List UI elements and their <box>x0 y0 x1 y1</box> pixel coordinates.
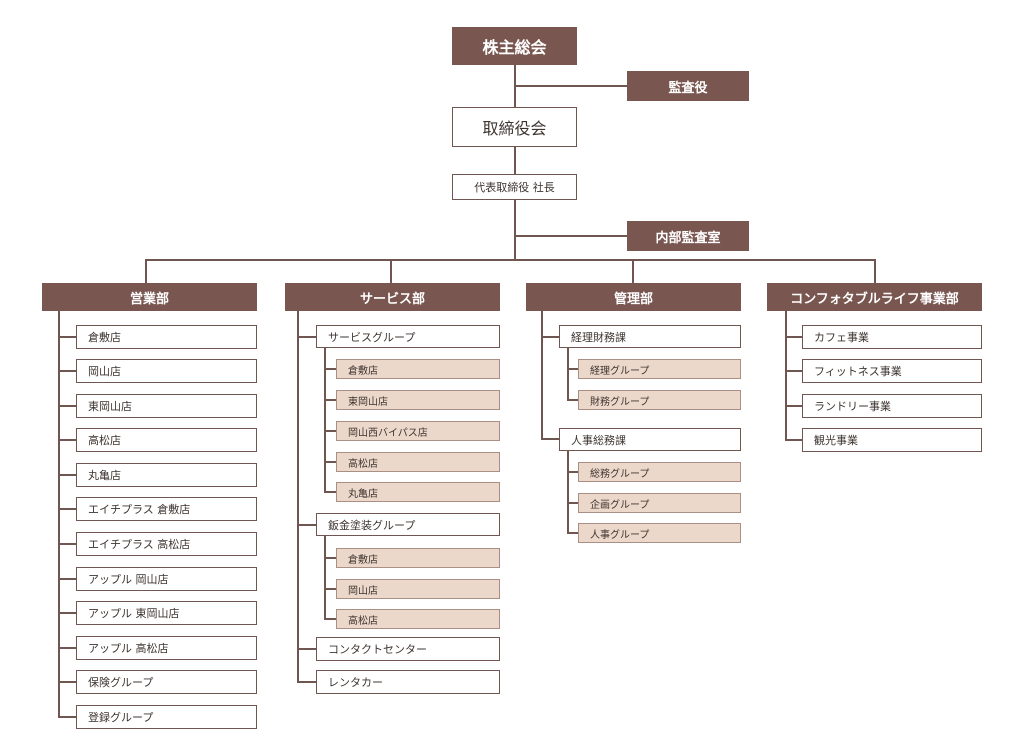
connector <box>514 147 516 174</box>
connector <box>58 681 76 683</box>
service-subitem: 高松店 <box>336 452 500 472</box>
connector <box>390 259 392 283</box>
connector <box>514 200 516 261</box>
connector <box>58 311 60 717</box>
internal-audit-box: 内部監査室 <box>627 221 749 251</box>
dept-admin-header: 管理部 <box>526 283 741 311</box>
connector <box>567 502 578 504</box>
connector <box>324 399 336 401</box>
connector <box>785 336 802 338</box>
connector <box>324 536 326 620</box>
connector <box>567 450 569 534</box>
admin-subitem: 総務グループ <box>578 462 741 482</box>
connector <box>785 439 802 441</box>
sales-item: 岡山店 <box>76 359 257 383</box>
service-subitem: 高松店 <box>336 609 500 629</box>
connector <box>58 474 76 476</box>
sales-item: アップル 東岡山店 <box>76 601 257 625</box>
president-box: 代表取締役 社長 <box>452 174 577 200</box>
connector <box>567 368 578 370</box>
sales-item: 東岡山店 <box>76 394 257 418</box>
connector <box>324 491 336 493</box>
connector <box>324 430 336 432</box>
service-subitem: 倉敷店 <box>336 548 500 568</box>
service-group: 鈑金塗装グループ <box>316 513 500 536</box>
connector <box>58 370 76 372</box>
sales-item: 保険グループ <box>76 670 257 694</box>
connector <box>324 557 336 559</box>
sales-item: エイチプラス 高松店 <box>76 532 257 556</box>
service-group: サービスグループ <box>316 325 500 348</box>
connector <box>567 471 578 473</box>
connector <box>514 235 627 237</box>
connector <box>785 370 802 372</box>
connector <box>58 716 76 718</box>
connector <box>514 85 627 87</box>
sales-item: アップル 岡山店 <box>76 567 257 591</box>
connector <box>541 438 559 440</box>
connector <box>567 399 578 401</box>
admin-subitem: 人事グループ <box>578 523 741 543</box>
connector <box>324 588 336 590</box>
auditor-box: 監査役 <box>627 71 749 101</box>
dept-service-header: サービス部 <box>285 283 500 311</box>
connector <box>541 311 543 440</box>
comfortable-item: 観光事業 <box>802 428 982 452</box>
sales-item: アップル 高松店 <box>76 636 257 660</box>
board-of-directors-box: 取締役会 <box>452 107 577 147</box>
comfortable-item: カフェ事業 <box>802 325 982 349</box>
connector <box>58 439 76 441</box>
comfortable-item: フィットネス事業 <box>802 359 982 383</box>
connector <box>58 612 76 614</box>
sales-item: 登録グループ <box>76 705 257 729</box>
sales-item: 高松店 <box>76 428 257 452</box>
connector <box>785 405 802 407</box>
service-group: レンタカー <box>316 670 500 694</box>
connector <box>874 259 876 283</box>
connector <box>145 259 876 261</box>
admin-subitem: 財務グループ <box>578 390 741 410</box>
connector <box>324 348 326 493</box>
connector <box>297 648 316 650</box>
service-subitem: 岡山店 <box>336 579 500 599</box>
dept-comfortable-header: コンフォタブルライフ事業部 <box>767 283 982 311</box>
connector <box>541 336 559 338</box>
connector <box>58 336 76 338</box>
service-group: コンタクトセンター <box>316 637 500 661</box>
connector <box>567 532 578 534</box>
service-subitem: 岡山西バイパス店 <box>336 421 500 441</box>
connector <box>145 259 147 283</box>
connector <box>324 618 336 620</box>
admin-subitem: 経理グループ <box>578 359 741 379</box>
admin-section: 経理財務課 <box>559 325 741 348</box>
service-subitem: 東岡山店 <box>336 390 500 410</box>
connector <box>58 508 76 510</box>
admin-subitem: 企画グループ <box>578 493 741 513</box>
connector <box>324 368 336 370</box>
connector <box>567 348 569 400</box>
connector <box>632 259 634 283</box>
service-subitem: 倉敷店 <box>336 359 500 379</box>
sales-item: 倉敷店 <box>76 325 257 349</box>
connector <box>324 461 336 463</box>
connector <box>297 336 316 338</box>
comfortable-item: ランドリー事業 <box>802 394 982 418</box>
sales-item: 丸亀店 <box>76 463 257 487</box>
connector <box>58 578 76 580</box>
dept-sales-header: 営業部 <box>42 283 257 311</box>
connector <box>58 543 76 545</box>
connector <box>297 311 299 683</box>
connector <box>58 647 76 649</box>
admin-section: 人事総務課 <box>559 428 741 451</box>
service-subitem: 丸亀店 <box>336 482 500 502</box>
shareholders-meeting-box: 株主総会 <box>452 27 577 65</box>
connector <box>58 405 76 407</box>
connector <box>297 524 316 526</box>
connector <box>297 681 316 683</box>
sales-item: エイチプラス 倉敷店 <box>76 497 257 521</box>
connector <box>785 311 787 440</box>
